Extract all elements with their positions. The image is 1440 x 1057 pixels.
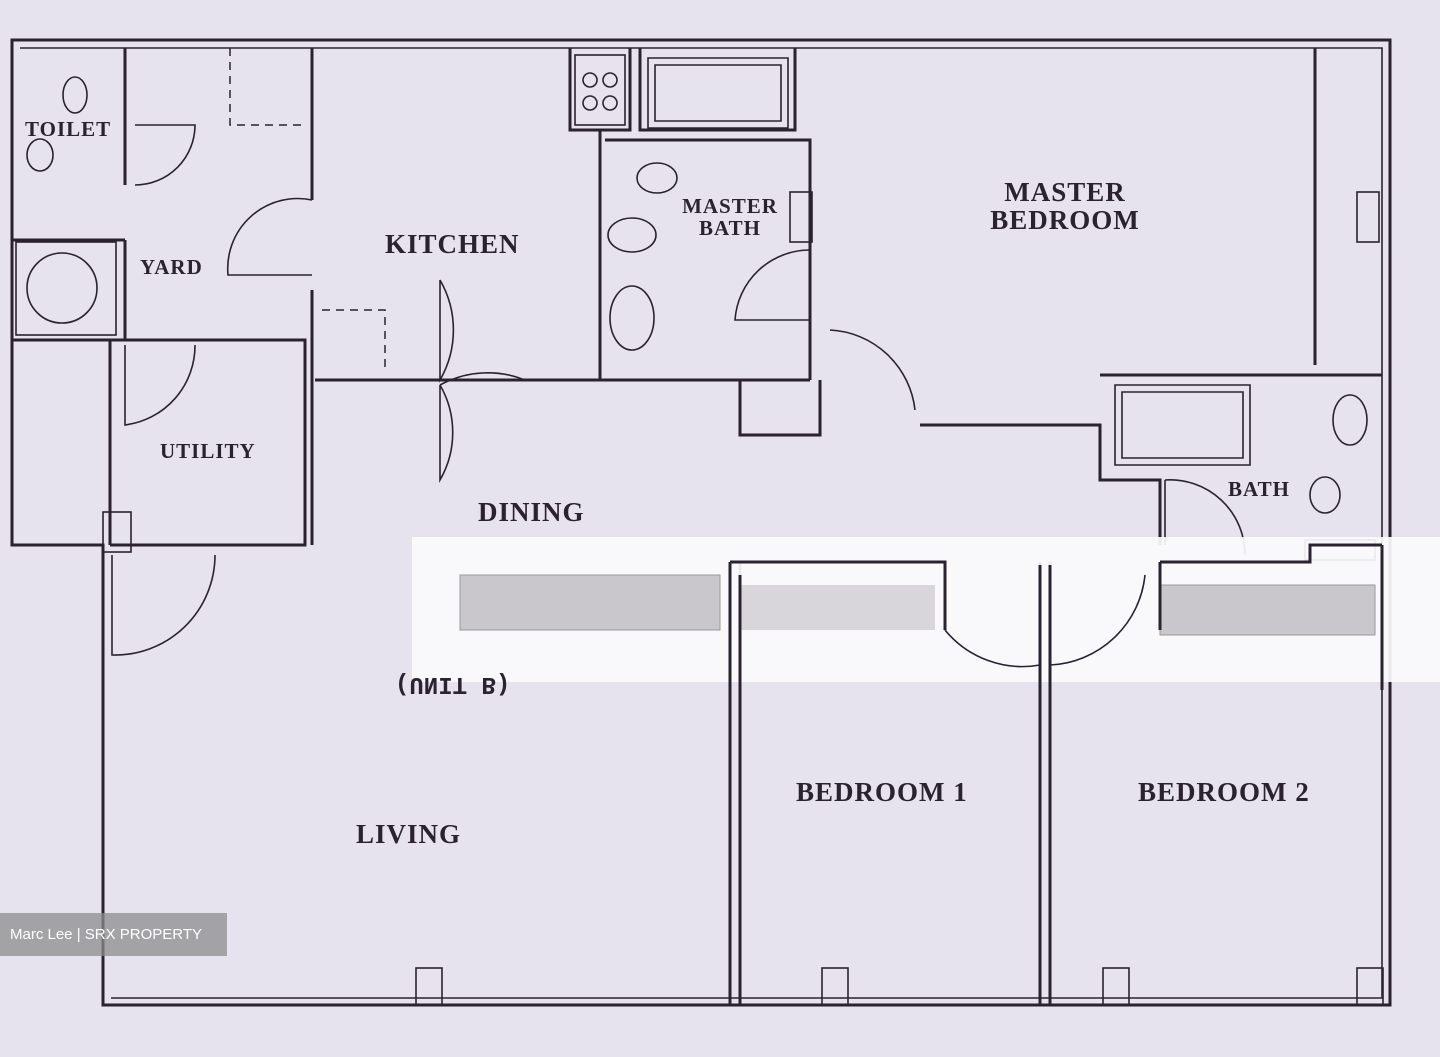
room-label-bedroom-1: BEDROOM 1 bbox=[796, 777, 968, 807]
room-label-kitchen: KITCHEN bbox=[385, 229, 520, 259]
room-label-master-bath: MASTER BATH bbox=[682, 194, 778, 241]
unit-label: (UNIT B) bbox=[395, 670, 511, 697]
blurred-fixture bbox=[1159, 584, 1376, 636]
room-label-utility: UTILITY bbox=[160, 439, 256, 463]
blurred-fixture bbox=[459, 574, 721, 631]
room-label-bedroom-2: BEDROOM 2 bbox=[1138, 777, 1310, 807]
blurred-fixture bbox=[740, 585, 935, 630]
watermark: Marc Lee | SRX PROPERTY bbox=[0, 913, 227, 956]
room-label-dining: DINING bbox=[478, 497, 585, 527]
room-label-yard: YARD bbox=[140, 255, 203, 279]
room-label-bath: BATH bbox=[1228, 477, 1290, 501]
outer-walls bbox=[10, 38, 1392, 1007]
room-label-master-bedroom: MASTER BEDROOM bbox=[990, 177, 1140, 236]
room-label-toilet: TOILET bbox=[25, 117, 112, 141]
room-label-living: LIVING bbox=[356, 819, 462, 849]
